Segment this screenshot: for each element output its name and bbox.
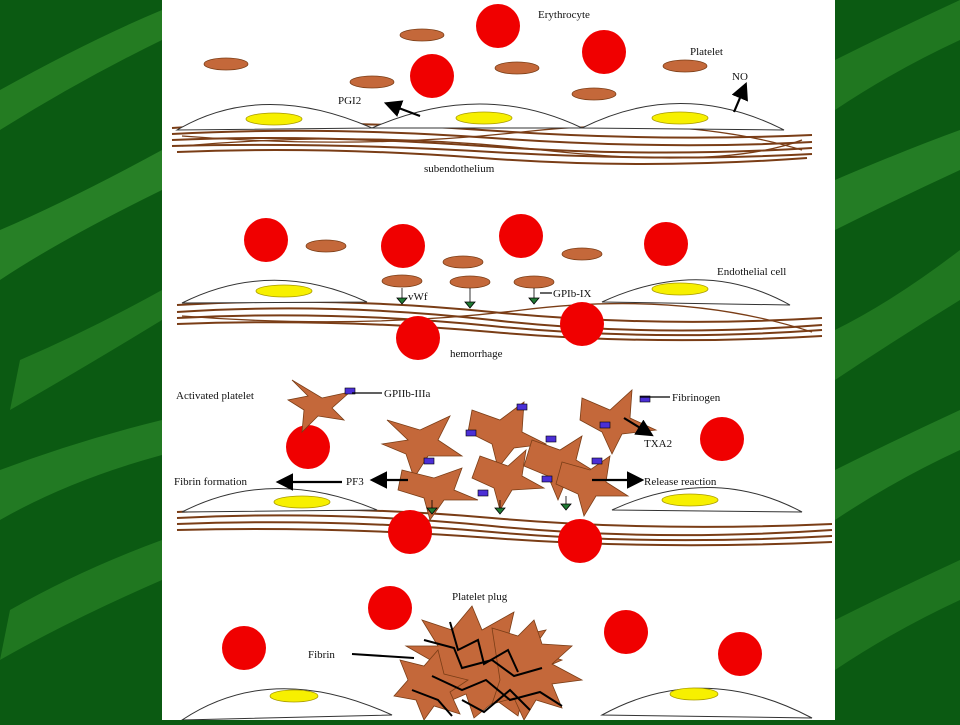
erythrocytes-3 (286, 417, 744, 563)
panel-platelet-plug: Platelet plug Fibrin (180, 586, 813, 721)
nuclei-4 (269, 687, 719, 703)
label-vwf: vWf (408, 291, 428, 303)
erythrocytes (410, 4, 626, 98)
label-fibrin: Fibrin (308, 649, 335, 661)
label-hemorrhage: hemorrhage (450, 348, 503, 360)
platelet-plug-mass (393, 605, 584, 721)
nuclei (245, 111, 709, 126)
label-endothelial-cell: Endothelial cell (717, 266, 786, 278)
right-leaf-background (835, 0, 960, 720)
label-fibrinogen: Fibrinogen (672, 392, 721, 404)
hemostasis-diagram: Erythrocyte Platelet NO PGI2 subendothel… (171, 4, 833, 721)
subendothelium-layer-3 (176, 508, 833, 547)
panel-resting-vessel: Erythrocyte Platelet NO PGI2 subendothel… (171, 4, 813, 175)
txa2-arrow (623, 417, 654, 437)
panel-vessel-injury: Endothelial cell vWf GPIb-IX hemorrhage (176, 214, 823, 360)
vwf-anchors-3 (426, 496, 572, 515)
label-platelet-plug: Platelet plug (452, 591, 508, 603)
pgi2-arrow (383, 100, 421, 118)
subendothelium-layer-2 (176, 300, 823, 342)
label-release-reaction: Release reaction (644, 476, 717, 488)
label-pgi2: PGI2 (338, 95, 361, 107)
label-platelet: Platelet (690, 46, 723, 58)
label-gpiib-iiia: GPIIb-IIIa (384, 388, 431, 400)
erythrocytes-4 (222, 586, 762, 676)
diagram-panel: Erythrocyte Platelet NO PGI2 subendothel… (162, 0, 835, 721)
activated-platelets (286, 379, 658, 521)
label-pf3: PF3 (346, 476, 364, 488)
label-fibrin-formation: Fibrin formation (174, 476, 248, 488)
no-arrow (731, 81, 748, 113)
nuclei-2 (255, 282, 709, 298)
resting-platelets (203, 28, 708, 101)
nuclei-3 (273, 493, 719, 509)
fibrin-strands (411, 621, 563, 717)
endothelial-cells-4 (180, 687, 813, 721)
resting-platelets-2 (305, 239, 603, 289)
label-erythrocyte: Erythrocyte (538, 9, 590, 21)
left-leaf-background (0, 0, 162, 720)
label-subendothelium: subendothelium (424, 163, 495, 175)
fibrinogen-bridges (344, 387, 651, 497)
panel-platelet-activation: Activated platelet GPIIb-IIIa Fibrinogen… (174, 379, 833, 563)
label-txa2: TXA2 (644, 438, 672, 450)
vwf-anchors (396, 288, 540, 309)
erythrocytes-2 (244, 214, 688, 360)
label-activated-platelet: Activated platelet (176, 390, 254, 402)
fibrin-leader (351, 653, 415, 659)
label-no: NO (732, 71, 748, 83)
label-gpib-ix: GPIb-IX (553, 288, 592, 300)
